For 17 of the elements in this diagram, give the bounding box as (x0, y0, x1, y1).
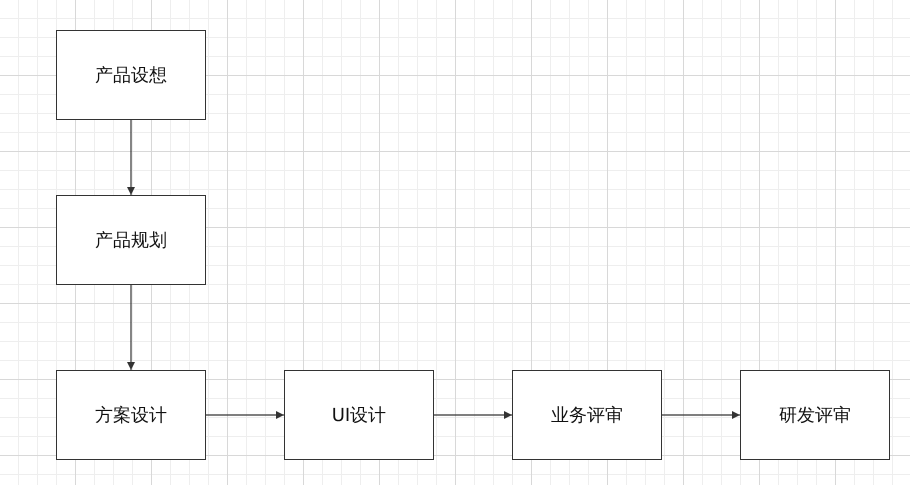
arrow (127, 120, 135, 195)
box-label: 产品设想 (95, 64, 167, 87)
arrow (662, 411, 740, 419)
box-label: 研发评审 (779, 404, 851, 427)
box-label: 产品规划 (95, 229, 167, 252)
arrow (206, 411, 284, 419)
box-label: 业务评审 (551, 404, 623, 427)
box-label: UI设计 (332, 404, 386, 427)
process-box (56, 30, 206, 120)
box-label: 方案设计 (95, 404, 167, 427)
arrow (434, 411, 512, 419)
arrow (127, 285, 135, 370)
process-box (56, 370, 206, 460)
process-box (284, 370, 434, 460)
process-box (740, 370, 890, 460)
process-box (56, 195, 206, 285)
process-box (512, 370, 662, 460)
